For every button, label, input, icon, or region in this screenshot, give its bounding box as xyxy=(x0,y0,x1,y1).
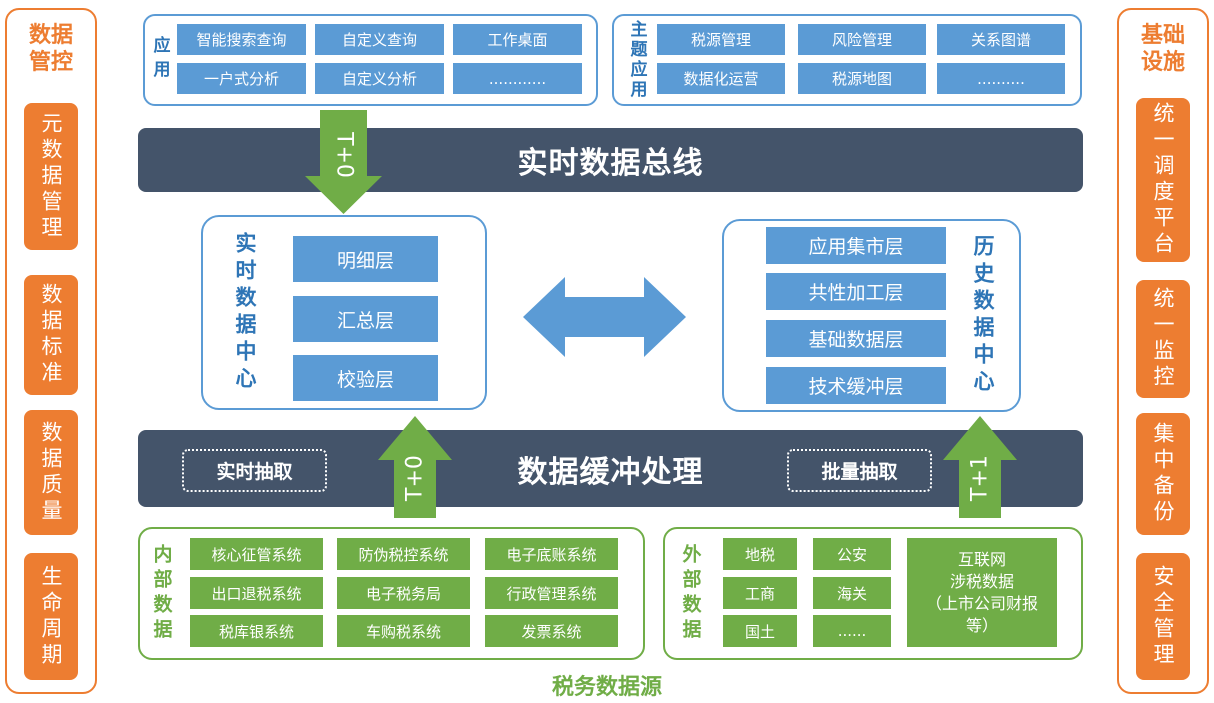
infrastructure-panel: 基础 设施 统一调度平台 统一监控 集中备份 安全管理 xyxy=(1117,8,1209,694)
external-data-label-wrap: 外部数据 xyxy=(678,529,704,658)
data-governance-panel: 数据 管控 元数据管理 数据标准 数据质量 生命周期 xyxy=(5,8,97,694)
realtime-data-center-box: 实时数据中心 明细层 汇总层 校验层 xyxy=(201,215,487,410)
theme-label-wrap: 主题应用 xyxy=(625,16,649,104)
bidirectional-arrow xyxy=(523,277,686,357)
t0-up-arrow: T+0 xyxy=(378,416,452,518)
vehicle-tax-system: 车购税系统 xyxy=(337,615,470,647)
internet-text-line: 等） xyxy=(965,615,998,635)
realtime-data-bus-bar: 实时数据总线 xyxy=(138,128,1083,192)
realtime-center-label-wrap: 实时数据中心 xyxy=(231,217,259,408)
t1-up-arrow: T+1 xyxy=(943,416,1017,518)
panel-title-line: 设施 xyxy=(1140,50,1185,75)
detail-layer: 明细层 xyxy=(293,236,438,282)
t1-up-label: T+1 xyxy=(968,455,993,502)
risk-management-button: 风险管理 xyxy=(798,24,926,55)
side-item-label: 生命周期 xyxy=(39,564,63,669)
internal-data-box: 内部数据 核心征管系统 防伪税控系统 电子底账系统 出口退税系统 电子税务局 行… xyxy=(138,527,645,660)
external-data-label: 外部数据 xyxy=(679,543,702,644)
invoice-system: 发票系统 xyxy=(485,615,618,647)
history-center-label: 历史数据中心 xyxy=(971,234,995,397)
side-item-label: 数据质量 xyxy=(39,420,63,525)
public-security-source: 公安 xyxy=(813,538,891,570)
business-registry-source: 工商 xyxy=(723,577,797,609)
app-mart-layer: 应用集市层 xyxy=(766,227,946,264)
e-ledger-system: 电子底账系统 xyxy=(485,538,618,570)
custom-analysis-button: 自定义分析 xyxy=(315,63,444,94)
admin-management-system: 行政管理系统 xyxy=(485,577,618,609)
data-quality-item: 数据质量 xyxy=(24,410,78,535)
double-arrow-shape xyxy=(523,277,686,357)
theme-application-box: 主题应用 税源管理 风险管理 关系图谱 数据化运营 税源地图 .........… xyxy=(612,14,1082,106)
tax-source-map-button: 税源地图 xyxy=(798,63,926,94)
tax-treasury-bank-system: 税库银系统 xyxy=(190,615,323,647)
side-item-label: 安全管理 xyxy=(1151,564,1175,669)
base-data-layer: 基础数据层 xyxy=(766,320,946,357)
lifecycle-item: 生命周期 xyxy=(24,553,78,680)
relation-graph-button: 关系图谱 xyxy=(937,24,1065,55)
metadata-management-item: 元数据管理 xyxy=(24,103,78,250)
internal-data-label: 内部数据 xyxy=(150,543,173,644)
data-operation-button: 数据化运营 xyxy=(657,63,785,94)
application-box: 应用 智能搜索查询 自定义查询 工作桌面 一户式分析 自定义分析 .......… xyxy=(143,14,598,106)
unified-scheduling-item: 统一调度平台 xyxy=(1136,98,1190,262)
t0-down-label: T+0 xyxy=(332,131,357,178)
up-arrow-shape xyxy=(378,416,452,518)
household-analysis-button: 一户式分析 xyxy=(177,63,306,94)
data-standard-item: 数据标准 xyxy=(24,275,78,395)
customs-source: 海关 xyxy=(813,577,891,609)
application-label: 应用 xyxy=(149,36,170,84)
realtime-center-label: 实时数据中心 xyxy=(233,231,257,394)
external-data-box: 外部数据 地税 公安 工商 海关 国土 ...... 互联网 涉税数据 （上市公… xyxy=(663,527,1083,660)
tax-source-management-button: 税源管理 xyxy=(657,24,785,55)
e-tax-bureau-system: 电子税务局 xyxy=(337,577,470,609)
common-processing-layer: 共性加工层 xyxy=(766,273,946,310)
side-item-label: 集中备份 xyxy=(1151,422,1175,526)
side-item-label: 元数据管理 xyxy=(39,111,63,242)
data-governance-title: 数据 管控 xyxy=(7,22,95,76)
core-tax-system: 核心征管系统 xyxy=(190,538,323,570)
smart-search-button: 智能搜索查询 xyxy=(177,24,306,55)
data-buffer-processing-title: 数据缓冲处理 xyxy=(517,454,704,490)
export-rebate-system: 出口退税系统 xyxy=(190,577,323,609)
more-themes-button: .......... xyxy=(937,63,1065,94)
unified-monitoring-item: 统一监控 xyxy=(1136,280,1190,398)
infrastructure-title: 基础 设施 xyxy=(1119,22,1207,76)
t0-up-label: T+0 xyxy=(403,455,428,502)
down-arrow-shape xyxy=(305,110,382,214)
side-item-label: 统一监控 xyxy=(1151,287,1175,391)
t0-down-arrow: T+0 xyxy=(305,110,382,214)
security-management-item: 安全管理 xyxy=(1136,553,1190,680)
land-resources-source: 国土 xyxy=(723,615,797,647)
history-data-center-box: 应用集市层 共性加工层 基础数据层 技术缓冲层 历史数据中心 xyxy=(722,219,1021,412)
realtime-data-bus-title: 实时数据总线 xyxy=(517,146,704,181)
summary-layer: 汇总层 xyxy=(293,296,438,342)
panel-title-line: 数据 xyxy=(28,23,73,48)
history-center-label-wrap: 历史数据中心 xyxy=(969,221,997,410)
internet-text-line: 涉税数据 xyxy=(949,571,1014,591)
central-backup-item: 集中备份 xyxy=(1136,413,1190,535)
side-item-label: 统一调度平台 xyxy=(1151,102,1175,258)
anti-counterfeit-system: 防伪税控系统 xyxy=(337,538,470,570)
more-sources: ...... xyxy=(813,615,891,647)
more-apps-button: ............ xyxy=(453,63,582,94)
custom-query-button: 自定义查询 xyxy=(315,24,444,55)
realtime-extract-tag: 实时抽取 xyxy=(182,449,327,492)
application-label-wrap: 应用 xyxy=(149,16,171,104)
panel-title-line: 管控 xyxy=(28,50,73,75)
theme-label: 主题应用 xyxy=(626,20,647,100)
data-buffer-processing-bar: 实时抽取 数据缓冲处理 批量抽取 xyxy=(138,430,1083,507)
side-item-label: 数据标准 xyxy=(39,283,63,387)
internal-data-label-wrap: 内部数据 xyxy=(149,529,175,658)
internet-tax-data-box: 互联网 涉税数据 （上市公司财报 等） xyxy=(907,538,1057,647)
batch-extract-tag: 批量抽取 xyxy=(787,449,932,492)
panel-title-line: 基础 xyxy=(1140,23,1185,48)
workbench-button: 工作桌面 xyxy=(453,24,582,55)
tech-buffer-layer: 技术缓冲层 xyxy=(766,367,946,404)
internet-text-line: 互联网 xyxy=(957,549,1006,569)
validation-layer: 校验层 xyxy=(293,355,438,401)
tax-data-source-caption: 税务数据源 xyxy=(551,675,662,700)
internet-text-line: （上市公司财报 xyxy=(925,593,1038,613)
local-tax-source: 地税 xyxy=(723,538,797,570)
up-arrow-shape xyxy=(943,416,1017,518)
